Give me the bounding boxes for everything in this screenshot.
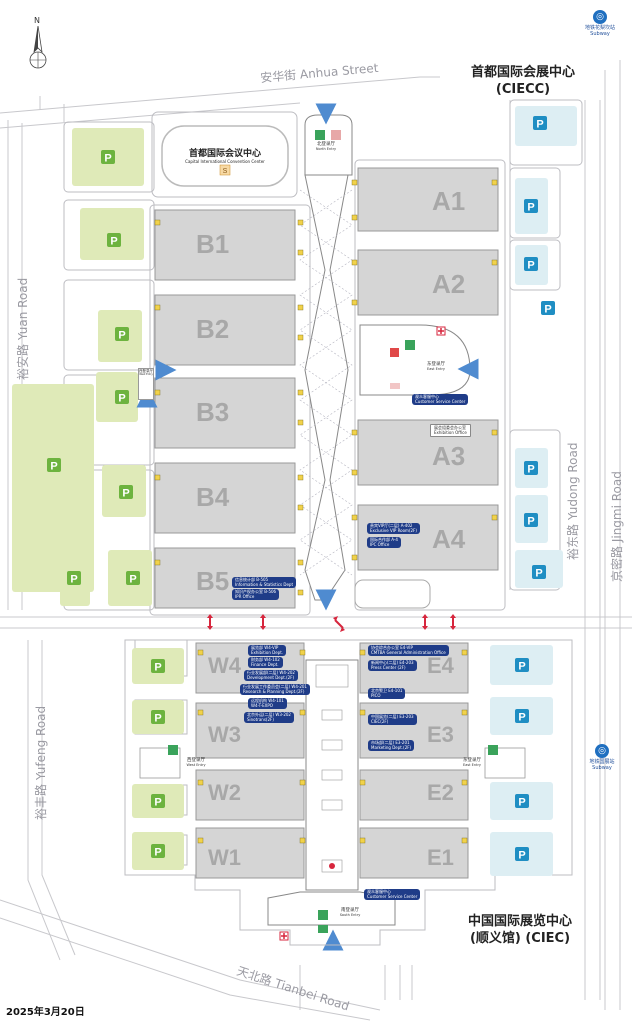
- subway-name-en: Subway: [592, 765, 612, 771]
- hall-label: B5: [196, 566, 229, 596]
- convention-name-en: Capital International Convention Center: [185, 159, 265, 164]
- map-date: 2025年3月20日: [6, 1007, 85, 1018]
- venue-name-en: (顺义馆) (CIEC): [469, 931, 571, 946]
- hall-label: B2: [196, 314, 229, 344]
- link-arrows: [207, 614, 456, 632]
- hall-label: A3: [432, 441, 465, 471]
- hall-label: A1: [432, 186, 465, 216]
- hall-label: B1: [196, 229, 229, 259]
- compass-letter: N: [34, 16, 40, 25]
- office-finance-dept: 财务部 W4-102 Finance Dept.: [248, 657, 283, 668]
- subway-name-cn: 地铁国展站: [589, 759, 615, 765]
- hall-label: E4: [427, 653, 455, 678]
- hall-label: A4: [432, 524, 466, 554]
- subway-station-north: ◎ 地铁花梨坎站 Subway: [576, 10, 624, 37]
- compass-icon: [29, 26, 47, 69]
- south-corridor: [139, 659, 526, 941]
- subway-name-cn: 地铁花梨坎站: [584, 25, 615, 31]
- office-info-stats: 信息统计部 B-505 Information & Statistics Dep…: [232, 577, 297, 588]
- office-ciec: 中国展览(二层) E3-203 CIEC(2F): [368, 714, 417, 725]
- south-entry-label: 南登录厅 South Entry: [339, 908, 361, 917]
- convention-name-cn: 首都国际会议中心: [188, 149, 261, 159]
- hall-label: B4: [196, 482, 230, 512]
- office-development-dept: 行业发展部(二层) W4-202 Development Dept.(2F): [244, 670, 298, 681]
- office-exhibition-dept: 展览部 W4-VIP Exhibition Dept.: [248, 645, 287, 656]
- hall-label: W3: [208, 722, 241, 747]
- subway-station-south: ◎ 地铁国展站 Subway: [580, 744, 624, 771]
- customer-service-north: 观众客服中心 Customer Service Center: [412, 394, 469, 405]
- venue-title-ciec: 中国国际展览中心 (顺义馆) (CIEC): [445, 913, 595, 947]
- road-yudong: 裕东路 Yudong Road: [566, 442, 580, 560]
- hall-label: E1: [427, 845, 454, 870]
- venue-name-cn: 中国国际展览中心: [467, 914, 572, 929]
- parking-lots-south: [132, 645, 553, 876]
- road-jingmi: 京密路 Jingmi Road: [610, 471, 624, 582]
- customer-service-south: 观众客服中心 Customer Service Center: [364, 889, 421, 900]
- parking-lots-west-north: [12, 128, 152, 606]
- north-entry-label: 北登录厅 North Entry: [315, 142, 337, 151]
- convention-center-label: 首都国际会议中心 Capital International Conventio…: [165, 146, 285, 164]
- east-entry-south-label: 东登录厅 East Entry: [463, 758, 481, 767]
- compass: N: [26, 16, 50, 74]
- hall-label: W2: [208, 780, 241, 805]
- office-pico: 北京警卫 E4-101 PICO: [368, 688, 406, 699]
- convention-center: S: [161, 125, 289, 187]
- road-yuan: 裕安路 Yuan Road: [16, 277, 30, 380]
- west-entry-label: 西登录厅 West Entry: [186, 758, 206, 767]
- east-entry-label: 东登录厅 East Entry: [427, 362, 445, 371]
- office-marketing: 市场部(二层) E3-201 Marketing Dept.(2F): [368, 740, 415, 751]
- north-corridor: [299, 114, 353, 601]
- office-sinotrans: 北京外运(二层) W3-202 Sinotrans(2F): [244, 712, 294, 723]
- venue-title-ciecc: 首都国际会展中心 (CIECC): [448, 64, 598, 98]
- subway-name-en: Subway: [590, 31, 610, 37]
- office-research-dept: 行业发展工作委员会(二层) W4-201 Research & Planning…: [240, 684, 310, 695]
- hall-label: A2: [432, 269, 465, 299]
- facility-markers: [154, 179, 498, 844]
- south-halls: W4 W3 W2 W1 E4 E3 E2 E1: [195, 642, 469, 879]
- hall-label: B3: [196, 397, 229, 427]
- venue-name-cn: 首都国际会展中心: [470, 65, 575, 80]
- exhibition-office: 展会组委会办公室 Exhibition Office: [430, 424, 471, 437]
- hall-label: W1: [208, 845, 241, 870]
- road-yufeng: 裕丰路 Yufeng Road: [34, 705, 48, 820]
- hall-label: E2: [427, 780, 454, 805]
- subway-icon: ◎: [593, 10, 607, 24]
- subway-icon: ◎: [595, 744, 609, 758]
- north-halls: B1 B2 B3 B4 B5 A1 A2 A3 A4: [154, 167, 499, 609]
- hall-label: W4: [208, 653, 242, 678]
- office-press-center: 新闻中心(二层) E4-203 Press Center (2F): [368, 660, 417, 671]
- hall-label: E3: [427, 722, 454, 747]
- office-ipr: 知识产权办公室 B-506 IPR Office: [232, 589, 280, 600]
- venue-name-en: (CIECC): [495, 82, 551, 97]
- office-cmtba: 协会综合办公室 E4-VIP CMTBA General Administrat…: [368, 645, 449, 656]
- west-entry-north-label: 西登录厅 West Entry: [138, 368, 154, 400]
- svg-text:S: S: [223, 168, 228, 175]
- office-remote: 远程机构 W4-101 W4-T-EXPO: [248, 698, 287, 709]
- parking-lots-east-north: [515, 106, 577, 588]
- office-ipc: 国际合作部 A-4 IPC Office: [367, 537, 401, 548]
- office-vip-room: 贵宾VIP厅(二层) A-402 Exclusive VIP Room(2F): [367, 523, 420, 534]
